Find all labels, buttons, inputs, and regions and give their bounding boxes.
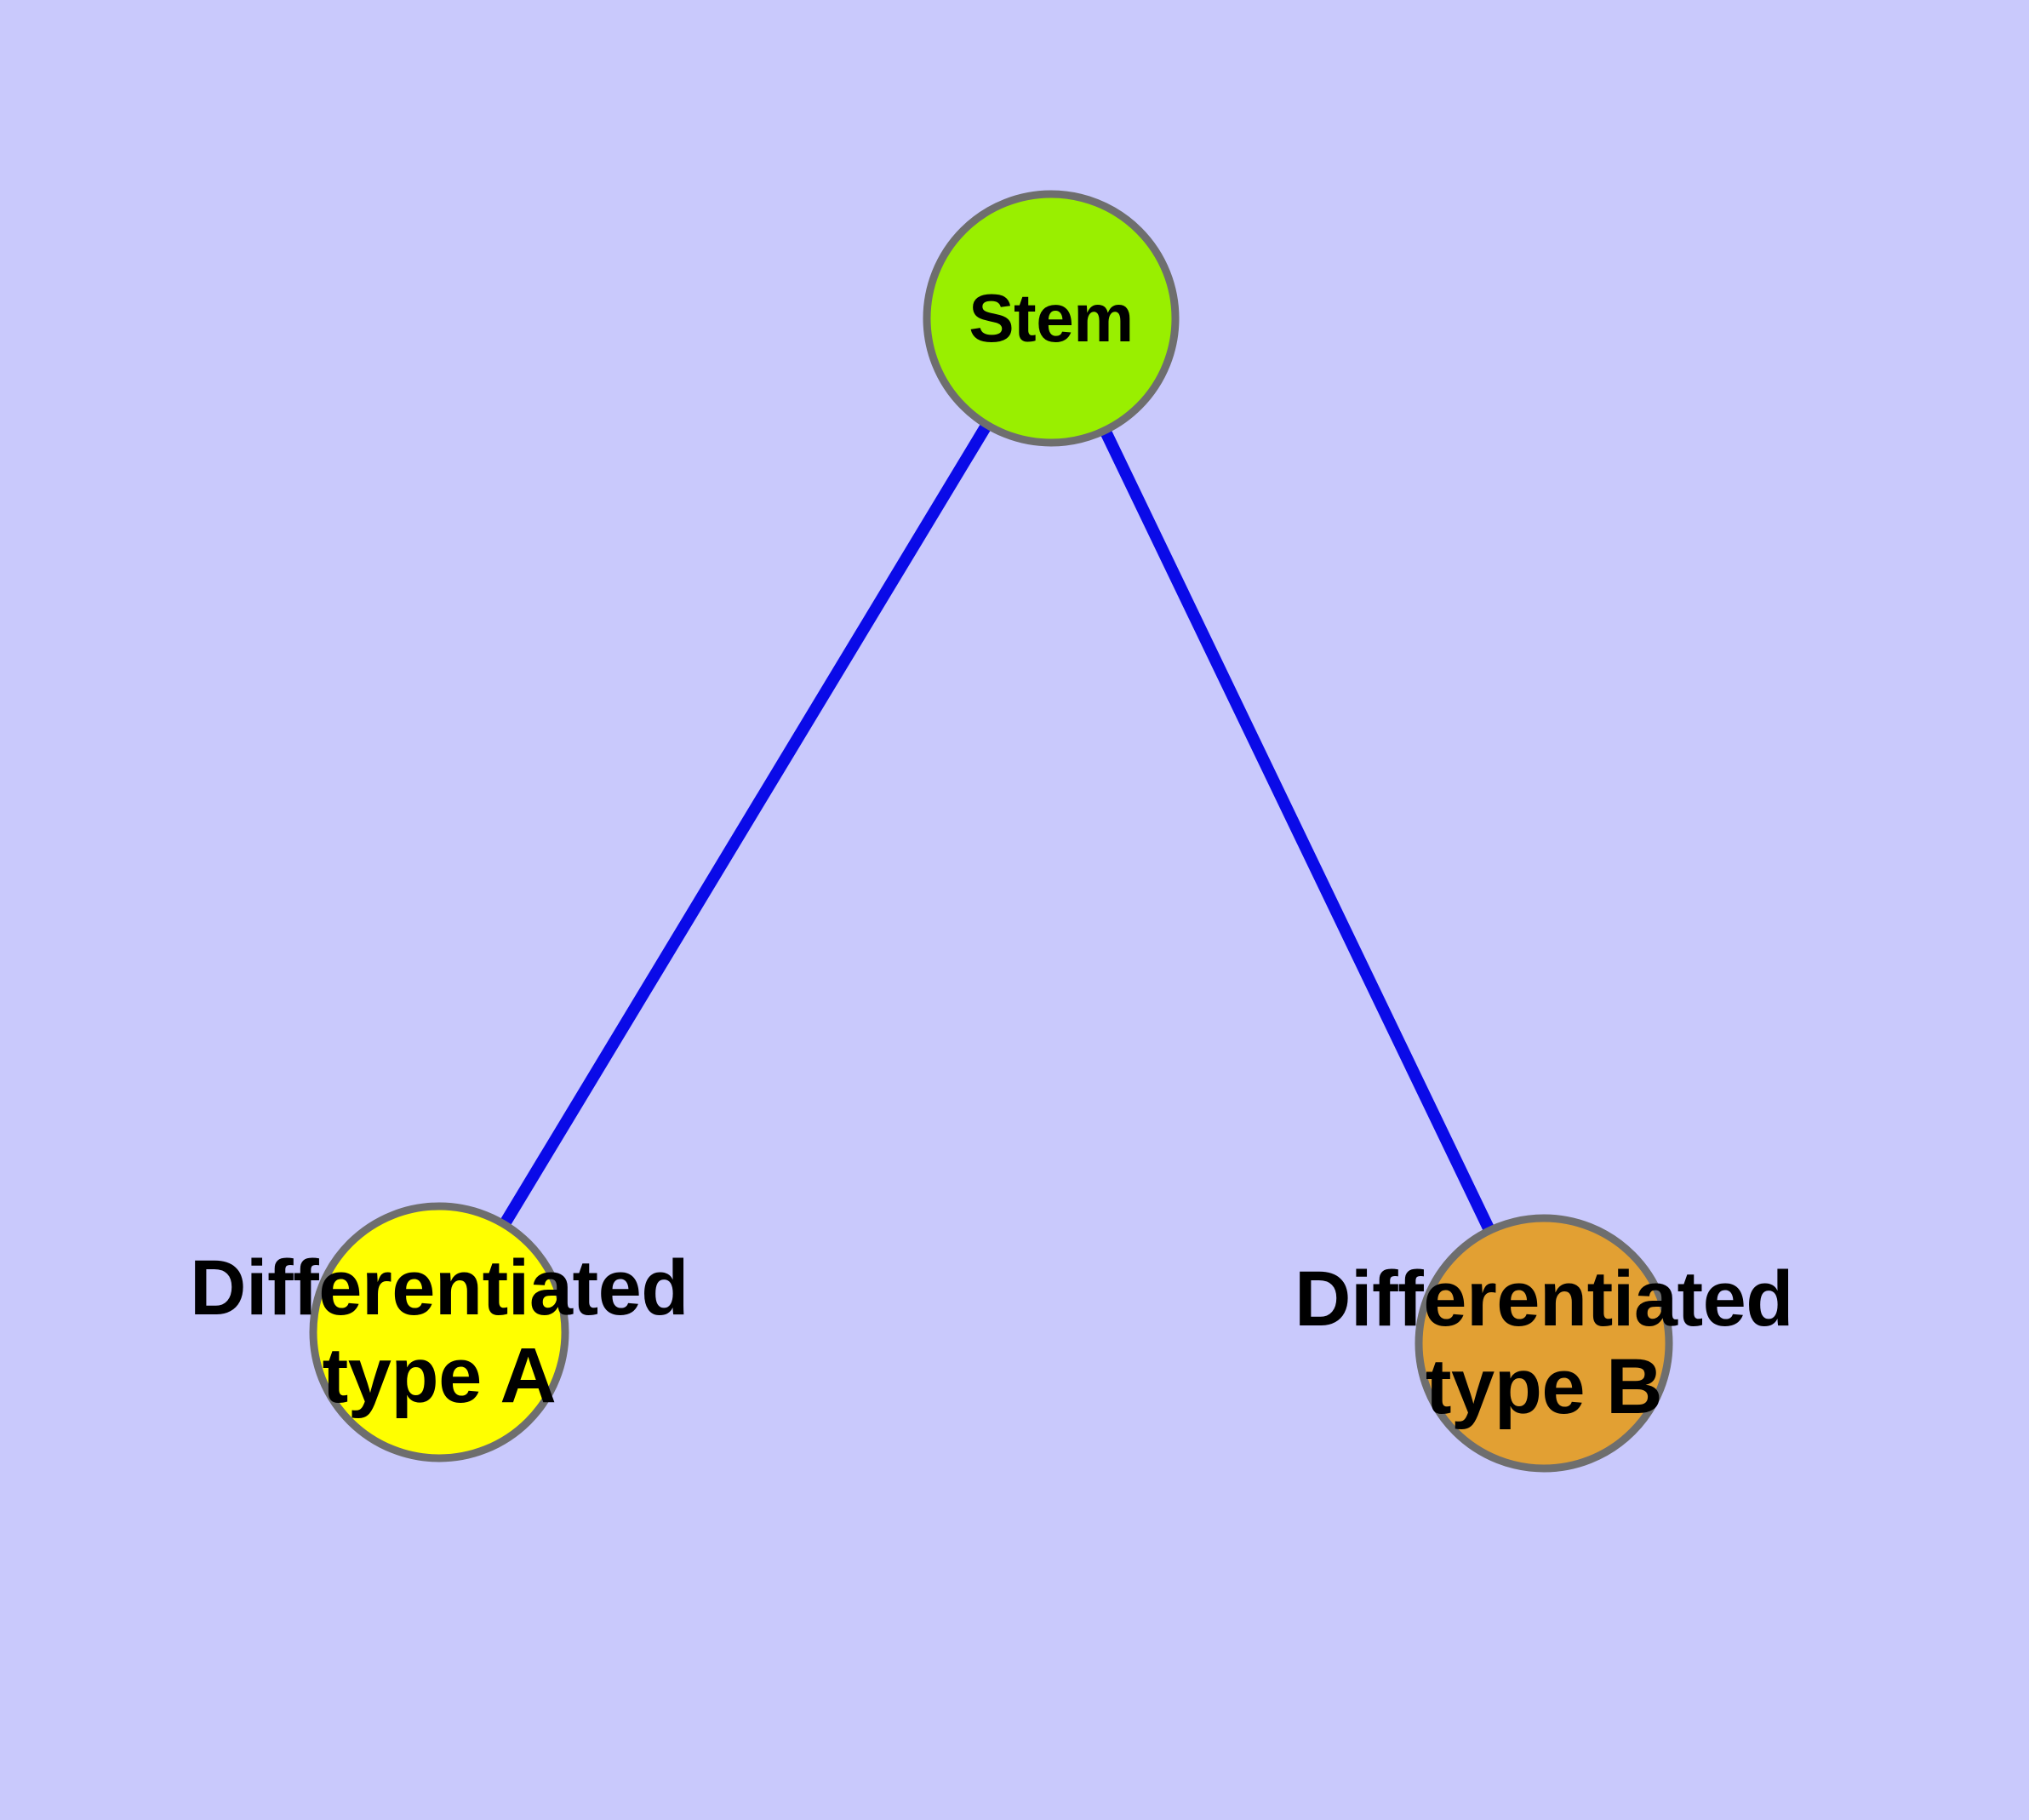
graph-node-diff_b[interactable] — [1415, 1214, 1673, 1473]
node-layer — [309, 190, 1673, 1473]
edge-layer — [496, 417, 1498, 1238]
graph-node-stem[interactable] — [923, 190, 1180, 447]
graph-edge — [1097, 423, 1498, 1238]
graph-edge — [496, 417, 995, 1233]
graph-node-diff_a[interactable] — [309, 1202, 569, 1462]
